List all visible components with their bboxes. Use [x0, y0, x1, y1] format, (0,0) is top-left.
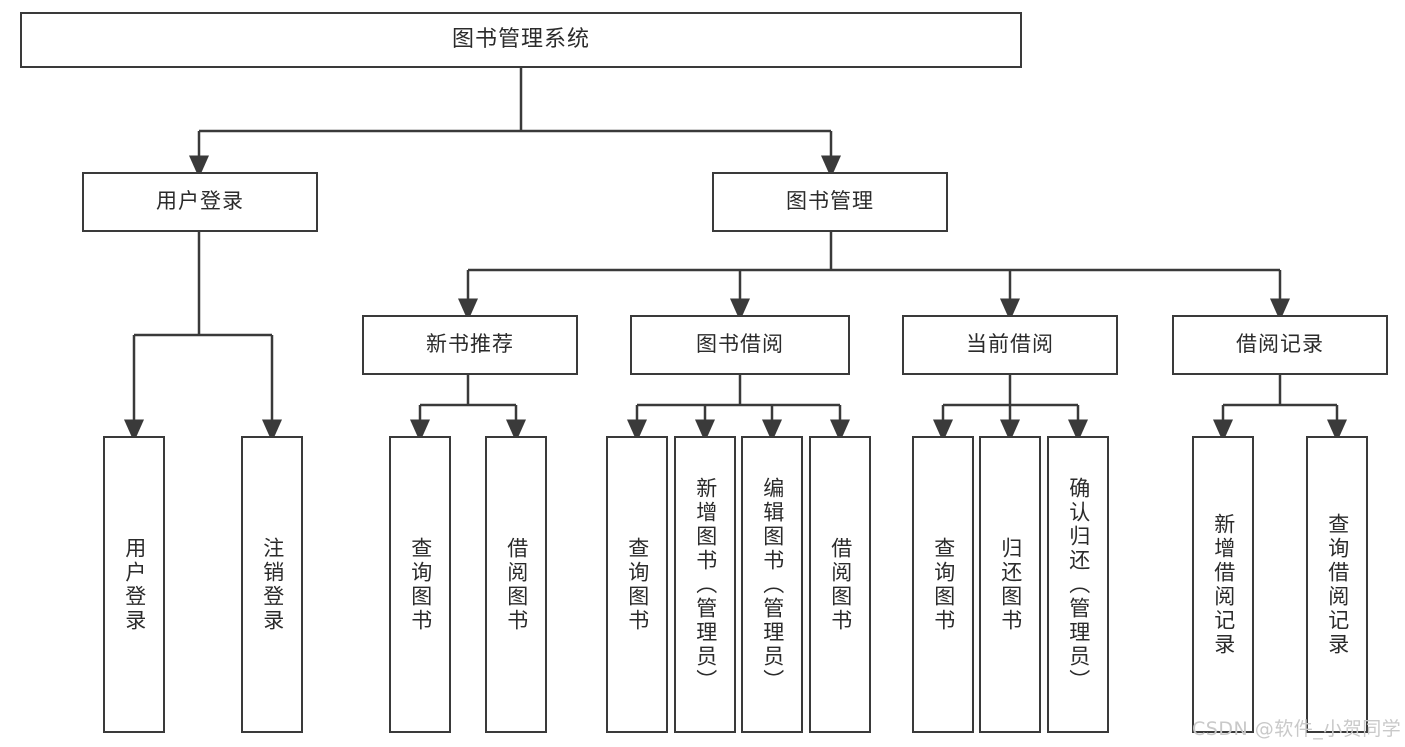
node-current-borrow-label: 当前借阅	[966, 332, 1054, 357]
leaf-add-book-admin-label: 新增图书（管理员）	[693, 476, 718, 693]
node-root[interactable]: 图书管理系统	[20, 12, 1022, 68]
leaf-confirm-return-admin-label: 确认归还（管理员）	[1066, 476, 1091, 693]
leaf-logout-label: 注销登录	[260, 536, 285, 633]
node-user-login[interactable]: 用户登录	[82, 172, 318, 232]
leaf-borrow-book-recommend[interactable]: 借阅图书	[485, 436, 547, 733]
node-borrow-record-label: 借阅记录	[1236, 332, 1324, 357]
leaf-query-book-current[interactable]: 查询图书	[912, 436, 974, 733]
node-user-login-label: 用户登录	[156, 189, 244, 214]
leaf-query-book-recommend[interactable]: 查询图书	[389, 436, 451, 733]
leaf-query-book-recommend-label: 查询图书	[408, 536, 433, 633]
leaf-query-book-current-label: 查询图书	[931, 536, 956, 633]
leaf-user-login[interactable]: 用户登录	[103, 436, 165, 733]
leaf-borrow-book-label: 借阅图书	[828, 536, 853, 633]
node-new-book-recommend[interactable]: 新书推荐	[362, 315, 578, 375]
node-root-label: 图书管理系统	[451, 26, 590, 52]
leaf-return-book[interactable]: 归还图书	[979, 436, 1041, 733]
leaf-query-borrow-record-label: 查询借阅记录	[1325, 512, 1350, 657]
node-new-book-recommend-label: 新书推荐	[426, 332, 514, 357]
leaf-borrow-book[interactable]: 借阅图书	[809, 436, 871, 733]
leaf-edit-book-admin-label: 编辑图书（管理员）	[760, 476, 785, 693]
node-borrow-record[interactable]: 借阅记录	[1172, 315, 1388, 375]
leaf-query-book-borrow-label: 查询图书	[625, 536, 650, 633]
node-book-borrow-label: 图书借阅	[696, 332, 784, 357]
leaf-add-book-admin[interactable]: 新增图书（管理员）	[674, 436, 736, 733]
leaf-confirm-return-admin[interactable]: 确认归还（管理员）	[1047, 436, 1109, 733]
leaf-logout[interactable]: 注销登录	[241, 436, 303, 733]
node-book-management-label: 图书管理	[786, 189, 874, 214]
leaf-query-book-borrow[interactable]: 查询图书	[606, 436, 668, 733]
csdn-watermark: CSDN @软件_小贺同学	[1192, 718, 1402, 740]
node-current-borrow[interactable]: 当前借阅	[902, 315, 1118, 375]
node-book-management[interactable]: 图书管理	[712, 172, 948, 232]
leaf-query-borrow-record[interactable]: 查询借阅记录	[1306, 436, 1368, 733]
leaf-user-login-label: 用户登录	[122, 536, 147, 633]
leaf-add-borrow-record[interactable]: 新增借阅记录	[1192, 436, 1254, 733]
leaf-borrow-book-recommend-label: 借阅图书	[504, 536, 529, 633]
leaf-edit-book-admin[interactable]: 编辑图书（管理员）	[741, 436, 803, 733]
node-book-borrow[interactable]: 图书借阅	[630, 315, 850, 375]
leaf-add-borrow-record-label: 新增借阅记录	[1211, 512, 1236, 657]
leaf-return-book-label: 归还图书	[998, 536, 1023, 633]
